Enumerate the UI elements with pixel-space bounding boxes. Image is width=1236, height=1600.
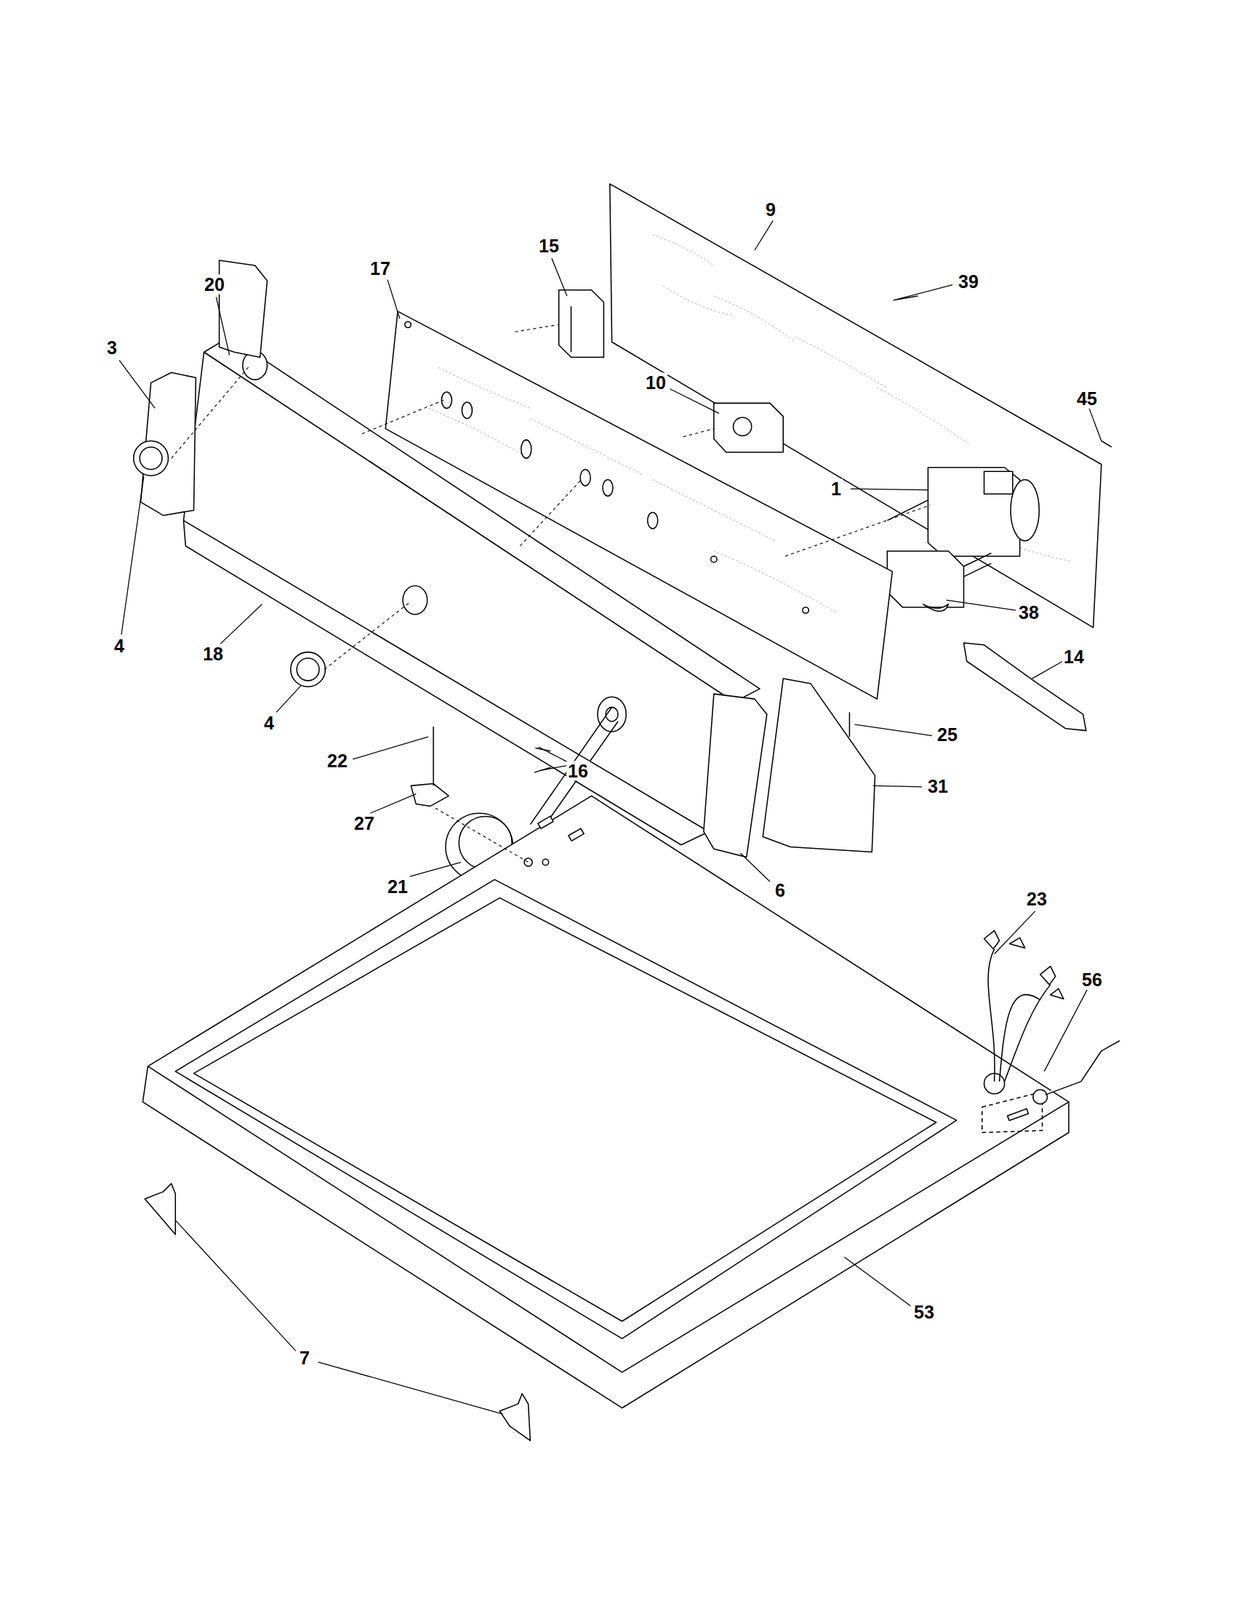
callout-number: 7 — [298, 1347, 312, 1368]
callout-number: 45 — [1075, 388, 1099, 409]
switch — [559, 290, 605, 358]
strip — [963, 642, 1086, 731]
callout-number: 9 — [764, 199, 778, 220]
callout-number: 31 — [926, 776, 950, 797]
end-cap — [703, 693, 768, 857]
callout-number: 20 — [202, 274, 227, 295]
callout-number: 23 — [1025, 889, 1049, 909]
callout-number: 6 — [773, 880, 787, 901]
callout-number: 16 — [566, 761, 590, 781]
callout-number: 3 — [105, 338, 119, 358]
console-front — [183, 351, 734, 832]
clip — [144, 1182, 176, 1234]
callout-number: 17 — [368, 258, 392, 279]
knob — [290, 652, 326, 688]
callout-number: 4 — [112, 636, 126, 656]
lid-opening — [175, 879, 957, 1338]
switch — [713, 402, 784, 452]
callout-number: 21 — [386, 876, 410, 897]
callout-number: 39 — [956, 271, 981, 292]
callout-number: 14 — [1062, 647, 1086, 667]
callout-number: 22 — [325, 751, 349, 771]
callout-number: 56 — [1080, 969, 1104, 990]
callout-number: 53 — [912, 1302, 936, 1322]
callout-number: 38 — [1017, 602, 1041, 623]
callout-number: 10 — [644, 372, 668, 393]
switch — [887, 551, 964, 608]
callout-number: 15 — [537, 236, 561, 256]
top-lid — [147, 795, 1069, 1372]
callout-number: 1 — [829, 479, 843, 499]
callout-number: 4 — [262, 713, 276, 733]
end-cap — [762, 678, 875, 852]
callout-number: 25 — [935, 724, 959, 745]
callout-number: 18 — [201, 644, 225, 664]
timer — [927, 467, 1020, 557]
clip — [499, 1393, 531, 1441]
callout-number: 27 — [352, 813, 376, 834]
knob — [133, 440, 169, 476]
